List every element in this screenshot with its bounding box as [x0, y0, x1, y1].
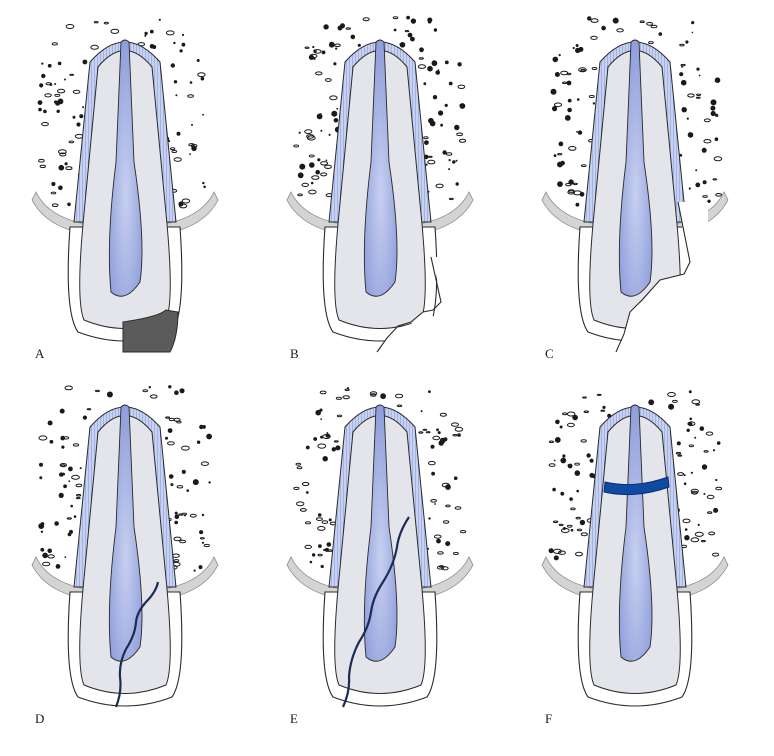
- panel-label-b: B: [290, 346, 299, 361]
- panel-label-d: D: [35, 711, 45, 726]
- tooth-panel-f: [541, 390, 729, 707]
- alveolar-bone: [293, 15, 467, 201]
- injury-horizontal-root-fracture: [603, 476, 670, 496]
- tooth-panel-a: [31, 18, 219, 353]
- pulp: [618, 404, 653, 662]
- tooth-panel-e: [286, 387, 474, 708]
- tooth-panel-b: [286, 15, 474, 357]
- injury-crown-fracture-chipped: [375, 256, 453, 357]
- injury-oblique-fracture-line: [114, 581, 160, 708]
- panel-label-c: C: [545, 346, 554, 361]
- pulp: [108, 404, 143, 662]
- alveolar-bone: [38, 385, 213, 572]
- alveolar-bone: [293, 387, 467, 571]
- tooth-panel-c: [541, 16, 729, 357]
- pulp: [618, 39, 653, 297]
- panel-label-f: F: [545, 711, 553, 726]
- injury-oblique-fracture-line-long: [342, 516, 410, 708]
- panel-label-a: A: [35, 346, 45, 361]
- alveolar-bone: [550, 16, 723, 208]
- injury-crown-root-fracture: [615, 201, 708, 357]
- tooth-panel-d: [31, 385, 219, 708]
- panel-label-e: E: [290, 711, 298, 726]
- injury-crown-fracture-enamel-dentin: [122, 309, 179, 353]
- pulp: [108, 39, 143, 297]
- pulp: [363, 404, 398, 662]
- pulp: [363, 39, 398, 297]
